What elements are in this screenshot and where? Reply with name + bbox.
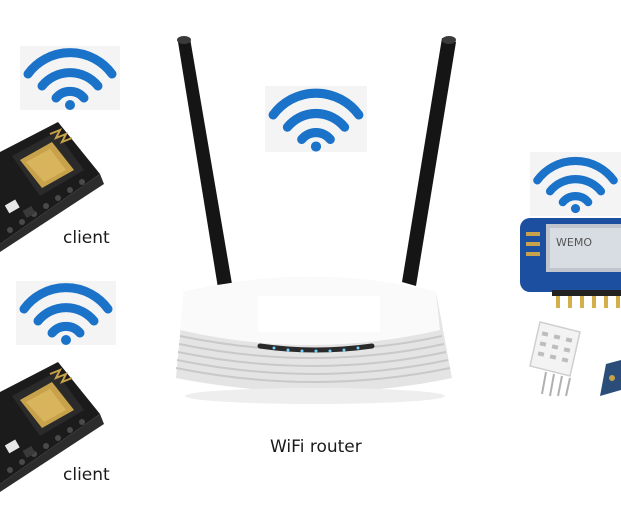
dht22-sensor	[529, 321, 581, 396]
wifi-tile-client-bottom	[16, 281, 116, 345]
esp8266-board	[0, 122, 104, 252]
svg-text:WEMO: WEMO	[556, 236, 592, 249]
wifi-router	[175, 36, 456, 404]
label-client-top: client	[63, 228, 110, 248]
esp8266-board	[0, 362, 104, 492]
wemos-d1-mini-board: WEMO	[520, 218, 621, 308]
router-antenna-right	[402, 36, 456, 286]
router-antenna-left	[177, 36, 232, 288]
label-client-bottom: client	[63, 465, 110, 485]
wifi-icon	[268, 88, 364, 152]
wifi-icon	[23, 48, 117, 110]
wifi-tile-router	[265, 86, 367, 152]
wifi-icon	[19, 283, 113, 345]
wifi-icon	[533, 156, 618, 214]
sensor-module	[600, 360, 621, 396]
label-wifi-router: WiFi router	[270, 437, 362, 457]
wifi-tile-client-top	[20, 46, 120, 110]
wifi-tile-server	[530, 152, 621, 216]
